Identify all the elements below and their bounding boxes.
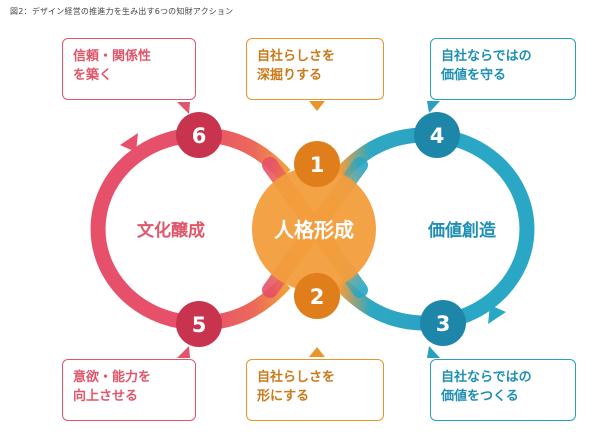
figure-caption: 図2：デザイン経営の推進力を生み出す6つの知財アクション xyxy=(10,7,234,16)
pointer-6 xyxy=(177,102,190,114)
badge-6: 6 xyxy=(176,112,222,158)
badge-2: 2 xyxy=(294,273,340,319)
badge-1-number: 1 xyxy=(310,153,325,177)
callout-1-line-1: 自社らしさを xyxy=(257,49,336,64)
callout-2-line-2: 形にする xyxy=(257,389,310,404)
badge-4: 4 xyxy=(414,112,460,158)
callout-1-line-2: 深掘りする xyxy=(257,68,323,83)
badge-3: 3 xyxy=(420,300,466,346)
badge-4-number: 4 xyxy=(430,124,445,148)
callout-3: 自社ならではの 価値をつくる xyxy=(430,359,576,421)
pointer-4 xyxy=(427,101,440,113)
callout-5: 意欲・能力を 向上させる xyxy=(62,359,196,421)
left-loop-arrow-icon xyxy=(120,133,138,152)
callout-1: 自社らしさを 深掘りする xyxy=(246,38,384,100)
pointer-5 xyxy=(177,346,190,358)
callout-2-line-1: 自社らしさを xyxy=(257,370,336,385)
callout-6-line-2: を築く xyxy=(73,68,113,83)
callout-6: 信頼・関係性 を築く xyxy=(62,38,196,100)
badge-1: 1 xyxy=(294,141,340,187)
callout-3-line-1: 自社ならではの xyxy=(441,370,532,385)
center-circle xyxy=(252,167,376,291)
callout-4: 自社ならではの 価値を守る xyxy=(430,38,576,100)
center-label: 人格形成 xyxy=(274,218,354,242)
left-label: 文化醸成 xyxy=(137,220,205,241)
badge-2-number: 2 xyxy=(310,285,325,309)
pointer-3 xyxy=(427,346,440,358)
callout-5-line-2: 向上させる xyxy=(73,389,139,404)
badge-5: 5 xyxy=(176,301,222,347)
badge-5-number: 5 xyxy=(192,313,207,337)
badge-3-number: 3 xyxy=(436,312,451,336)
callout-4-line-1: 自社ならではの xyxy=(441,49,532,64)
callout-4-line-2: 価値を守る xyxy=(441,68,507,83)
callout-6-line-1: 信頼・関係性 xyxy=(73,49,152,64)
pointer-1 xyxy=(309,101,325,111)
pointer-2 xyxy=(309,347,325,357)
right-label: 価値創造 xyxy=(427,220,497,241)
callout-3-line-2: 価値をつくる xyxy=(441,389,519,404)
badge-6-number: 6 xyxy=(192,124,207,148)
right-loop-arrow-icon xyxy=(488,305,506,324)
callout-5-line-1: 意欲・能力を xyxy=(73,370,152,385)
callout-2: 自社らしさを 形にする xyxy=(246,359,384,421)
